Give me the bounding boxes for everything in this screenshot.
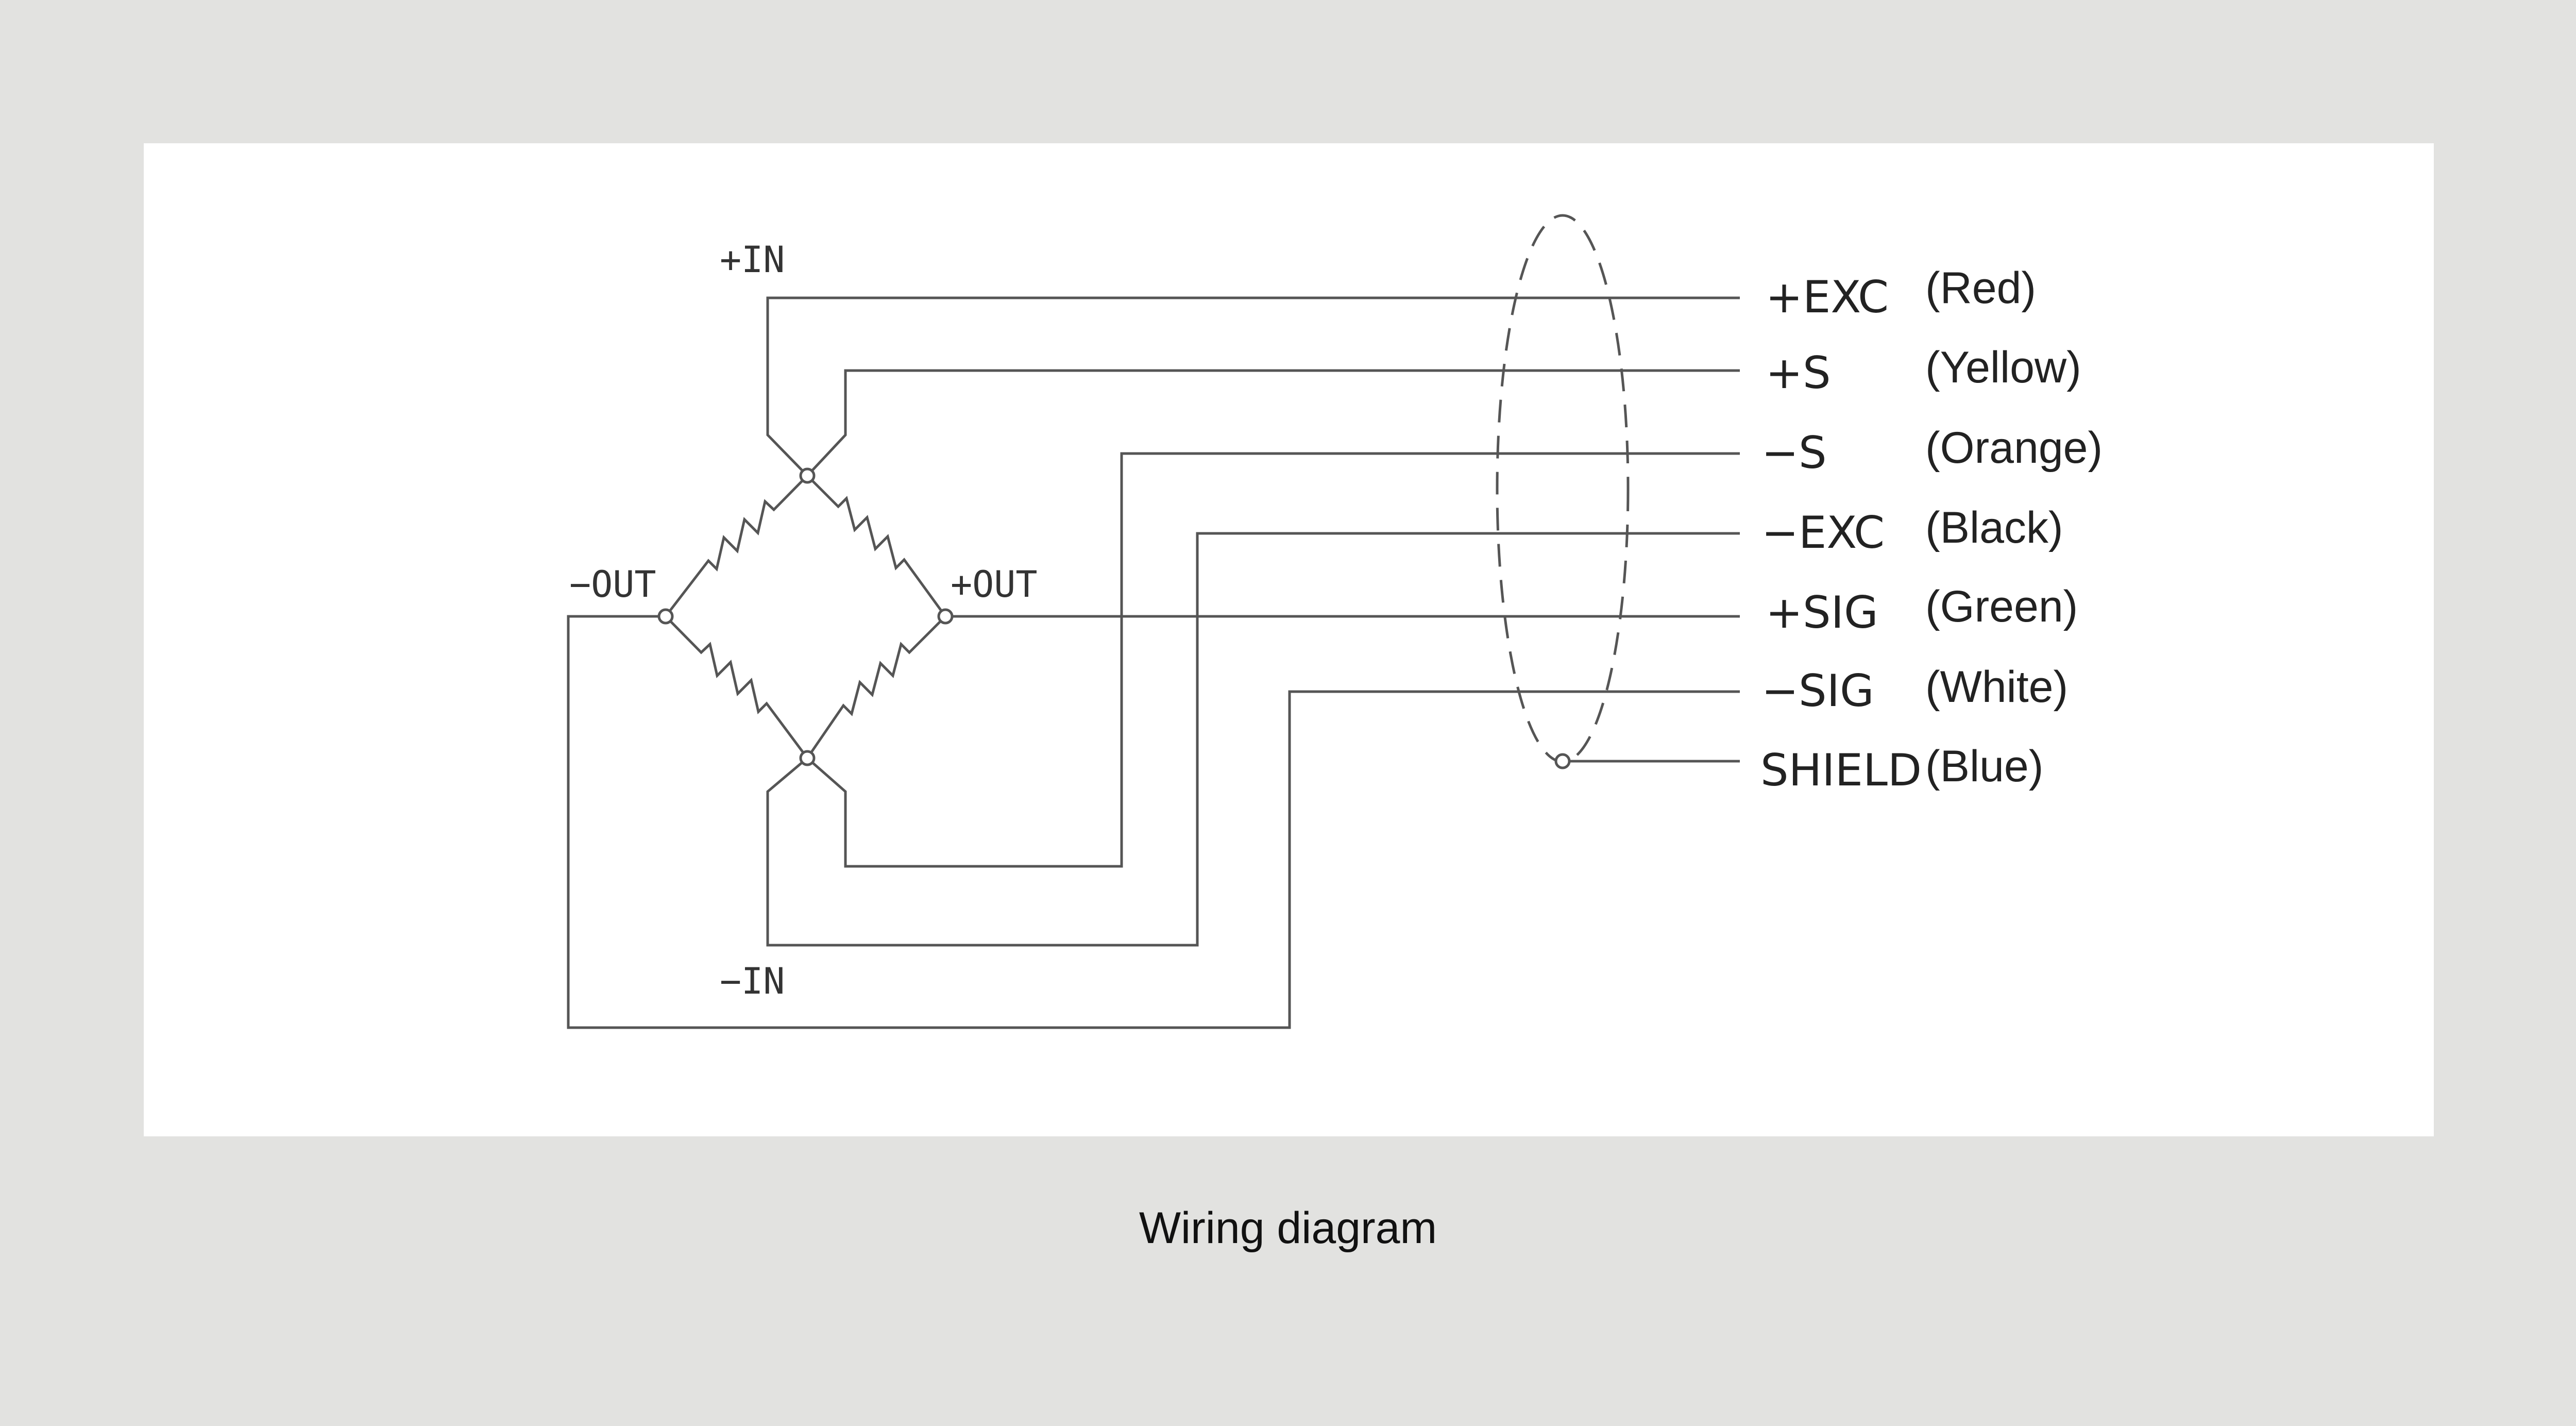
wire-label-minus-sig: −SIG: [1761, 665, 1874, 717]
wiring-diagram: +IN −IN +OUT −OUT +EXC +S −S −EXC +SIG −…: [567, 214, 2103, 1029]
resistor-bottom-left: [665, 615, 809, 759]
label-minus-in: −IN: [720, 960, 785, 1002]
wire-label-plus-exc: +EXC: [1766, 272, 1889, 323]
bridge-node-top: [799, 467, 816, 484]
color-label-green: (Green): [1925, 582, 2078, 631]
wire-label-plus-sig: +SIG: [1766, 587, 1878, 639]
color-label-orange: (Orange): [1925, 423, 2103, 473]
color-label-black: (Black): [1925, 503, 2063, 552]
bridge-node-right: [937, 608, 954, 625]
resistor-top-left: [665, 475, 808, 617]
bridge-node-left: [657, 608, 674, 625]
label-plus-in: +IN: [720, 239, 785, 281]
color-label-yellow: (Yellow): [1925, 343, 2081, 392]
wire-label-plus-s: +S: [1766, 347, 1831, 399]
color-label-white: (White): [1925, 662, 2068, 712]
wire-plus-exc: [766, 296, 1740, 477]
resistor-top-right: [806, 475, 947, 617]
wire-label-minus-s: −S: [1761, 427, 1827, 479]
label-plus-out: +OUT: [951, 563, 1038, 606]
wire-plus-s: [806, 369, 1740, 477]
bridge-node-bottom: [799, 750, 816, 766]
shield-node: [1554, 753, 1571, 769]
resistor-bottom-right: [806, 615, 946, 759]
wire-minus-exc: [766, 532, 1740, 947]
color-label-red: (Red): [1925, 263, 2036, 313]
diagram-panel: +IN −IN +OUT −OUT +EXC +S −S −EXC +SIG −…: [144, 143, 2434, 1136]
label-minus-out: −OUT: [569, 563, 656, 606]
wire-minus-sig: [567, 615, 1740, 1029]
wire-label-shield: SHIELD: [1760, 745, 1922, 796]
figure-caption: Wiring diagram: [1139, 1203, 1437, 1253]
wire-minus-s: [806, 452, 1740, 868]
color-label-blue: (Blue): [1925, 742, 2043, 791]
wire-label-minus-exc: −EXC: [1761, 507, 1885, 559]
